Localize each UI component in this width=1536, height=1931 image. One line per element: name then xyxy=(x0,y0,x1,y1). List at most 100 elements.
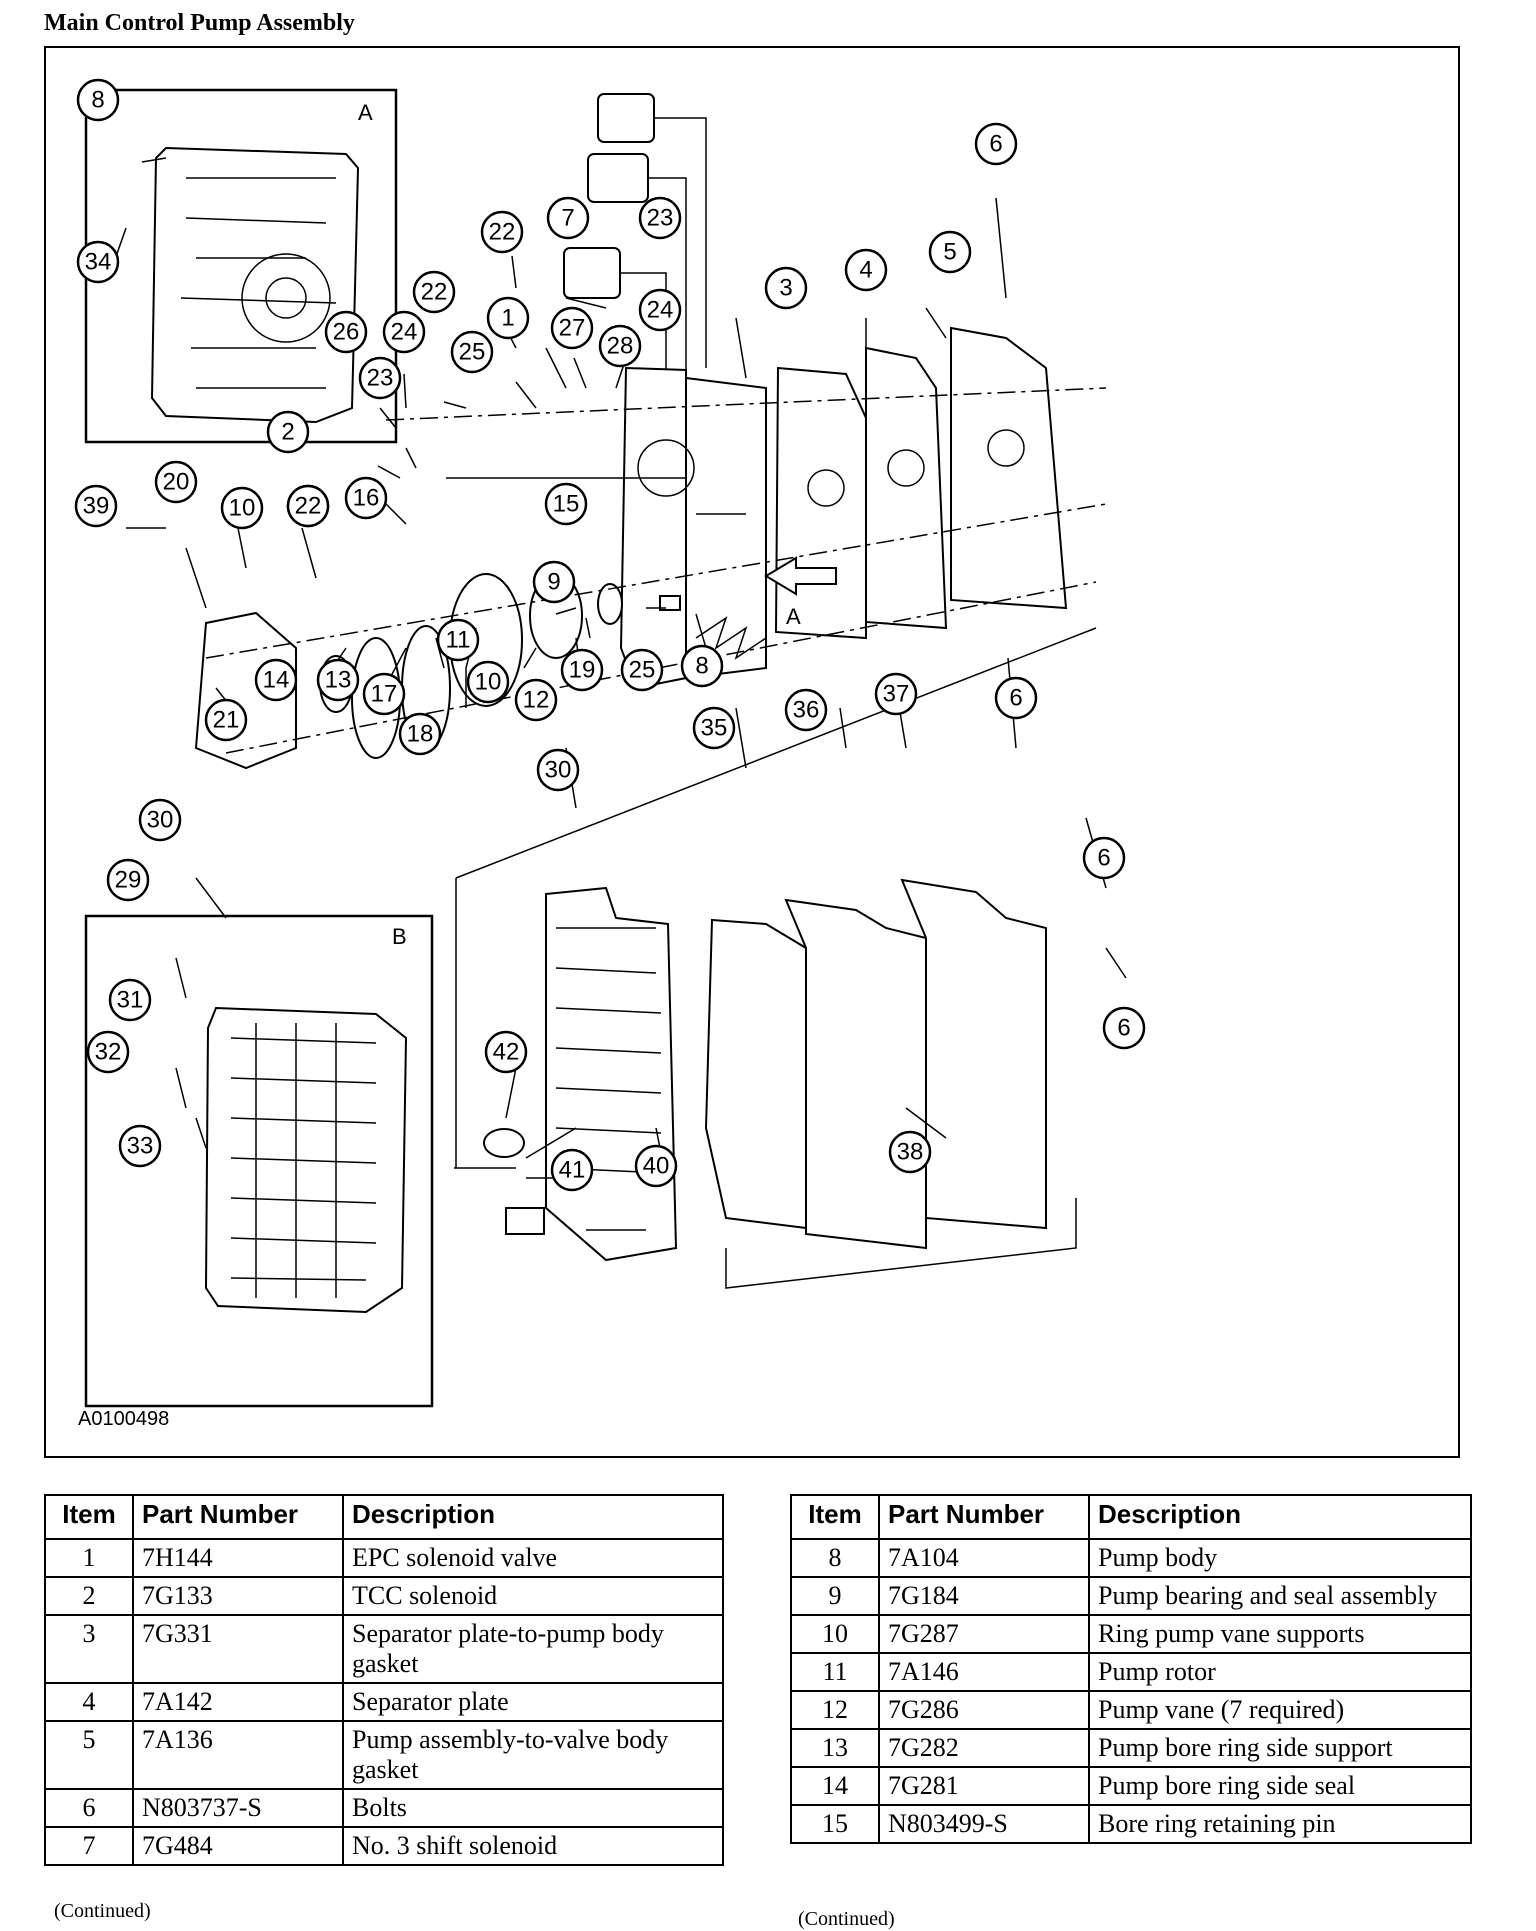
table-header-row: Item Part Number Description xyxy=(44,1494,724,1540)
callout-6-a: 6 xyxy=(974,122,1018,166)
description-cell: Separator plate-to-pump body gasket xyxy=(342,1614,724,1684)
callout-24-b: 24 xyxy=(382,310,426,354)
header-description: Description xyxy=(1088,1494,1472,1540)
svg-text:3: 3 xyxy=(779,275,792,302)
callout-1: 1 xyxy=(486,296,530,340)
callout-12: 12 xyxy=(514,678,558,722)
callout-20: 20 xyxy=(154,460,198,504)
svg-text:13: 13 xyxy=(325,667,352,694)
part-number-cell: 7A146 xyxy=(878,1652,1090,1692)
part-number-cell: 7A136 xyxy=(132,1720,344,1790)
item-cell: 4 xyxy=(44,1682,134,1722)
part-number-cell: 7G282 xyxy=(878,1728,1090,1768)
callout-6-d: 6 xyxy=(1102,1006,1146,1050)
description-cell: Pump bore ring side seal xyxy=(1088,1766,1472,1806)
item-cell: 12 xyxy=(790,1690,880,1730)
part-number-cell: 7G286 xyxy=(878,1690,1090,1730)
callout-13: 13 xyxy=(316,658,360,702)
gasket-and-plates-upper xyxy=(774,326,1068,640)
svg-text:22: 22 xyxy=(489,219,516,246)
callout-23-a: 23 xyxy=(638,196,682,240)
view-letter-b-inset: B xyxy=(392,924,407,949)
arrow-a xyxy=(764,556,837,596)
svg-text:19: 19 xyxy=(569,657,596,684)
callout-24-a: 24 xyxy=(638,288,682,332)
bracket-38 xyxy=(725,1198,1077,1289)
callout-21: 21 xyxy=(204,698,248,742)
callout-30-main: 30 xyxy=(536,748,580,792)
inset-b-frame xyxy=(84,914,434,1408)
svg-text:32: 32 xyxy=(95,1039,122,1066)
svg-text:6: 6 xyxy=(989,131,1002,158)
item-cell: 9 xyxy=(790,1576,880,1616)
svg-text:30: 30 xyxy=(545,757,572,784)
view-letter-a-inset: A xyxy=(358,100,373,125)
description-cell: EPC solenoid valve xyxy=(342,1538,724,1578)
svg-text:18: 18 xyxy=(407,721,434,748)
svg-text:40: 40 xyxy=(643,1153,670,1180)
solenoid-stack xyxy=(563,93,707,378)
svg-text:23: 23 xyxy=(647,205,674,232)
svg-text:25: 25 xyxy=(459,339,486,366)
description-cell: Pump bearing and seal assembly xyxy=(1088,1576,1472,1616)
callout-5: 5 xyxy=(928,230,972,274)
header-part-number: Part Number xyxy=(878,1494,1090,1540)
svg-text:7: 7 xyxy=(561,205,574,232)
item-cell: 11 xyxy=(790,1652,880,1692)
bolt-lines xyxy=(126,477,746,529)
svg-text:8: 8 xyxy=(91,87,104,114)
part-number-cell: 7A104 xyxy=(878,1538,1090,1578)
callout-32: 32 xyxy=(86,1030,130,1074)
exploded-diagram: A B xyxy=(44,46,1460,1458)
callout-27: 27 xyxy=(550,306,594,350)
svg-text:30: 30 xyxy=(147,807,174,834)
callout-3: 3 xyxy=(764,266,808,310)
description-cell: Bore ring retaining pin xyxy=(1088,1804,1472,1844)
item-cell: 14 xyxy=(790,1766,880,1806)
item-cell: 7 xyxy=(44,1826,134,1866)
description-cell: Separator plate xyxy=(342,1682,724,1722)
callout-34: 34 xyxy=(76,240,120,284)
svg-text:39: 39 xyxy=(83,493,110,520)
svg-text:31: 31 xyxy=(117,987,144,1014)
svg-text:25: 25 xyxy=(629,657,656,684)
centerline-upper xyxy=(205,503,1107,659)
header-item: Item xyxy=(44,1494,134,1540)
svg-text:33: 33 xyxy=(127,1133,154,1160)
svg-text:8: 8 xyxy=(695,653,708,680)
item-cell: 6 xyxy=(44,1788,134,1828)
svg-text:6: 6 xyxy=(1009,685,1022,712)
svg-text:5: 5 xyxy=(943,239,956,266)
diagram-drawing: A B xyxy=(74,78,1146,1408)
svg-text:20: 20 xyxy=(163,469,190,496)
svg-text:11: 11 xyxy=(446,627,471,654)
callout-42: 42 xyxy=(484,1030,528,1074)
callout-18: 18 xyxy=(398,712,442,756)
part-number-cell: 7H144 xyxy=(132,1538,344,1578)
callout-2: 2 xyxy=(266,410,310,454)
svg-text:4: 4 xyxy=(859,257,872,284)
svg-text:9: 9 xyxy=(547,569,560,596)
svg-text:22: 22 xyxy=(421,279,448,306)
callout-9: 9 xyxy=(532,560,576,604)
continued-note-left: (Continued) xyxy=(54,1900,151,1922)
item-cell: 13 xyxy=(790,1728,880,1768)
svg-text:10: 10 xyxy=(229,495,256,522)
item-cell: 8 xyxy=(790,1538,880,1578)
item-cell: 2 xyxy=(44,1576,134,1616)
callout-19: 19 xyxy=(560,648,604,692)
callout-35: 35 xyxy=(692,706,736,750)
pump-body-upper xyxy=(619,366,767,690)
svg-text:35: 35 xyxy=(701,715,728,742)
callout-22-a: 22 xyxy=(480,210,524,254)
callout-16: 16 xyxy=(344,476,388,520)
part-number-cell: N803737-S xyxy=(132,1788,344,1828)
